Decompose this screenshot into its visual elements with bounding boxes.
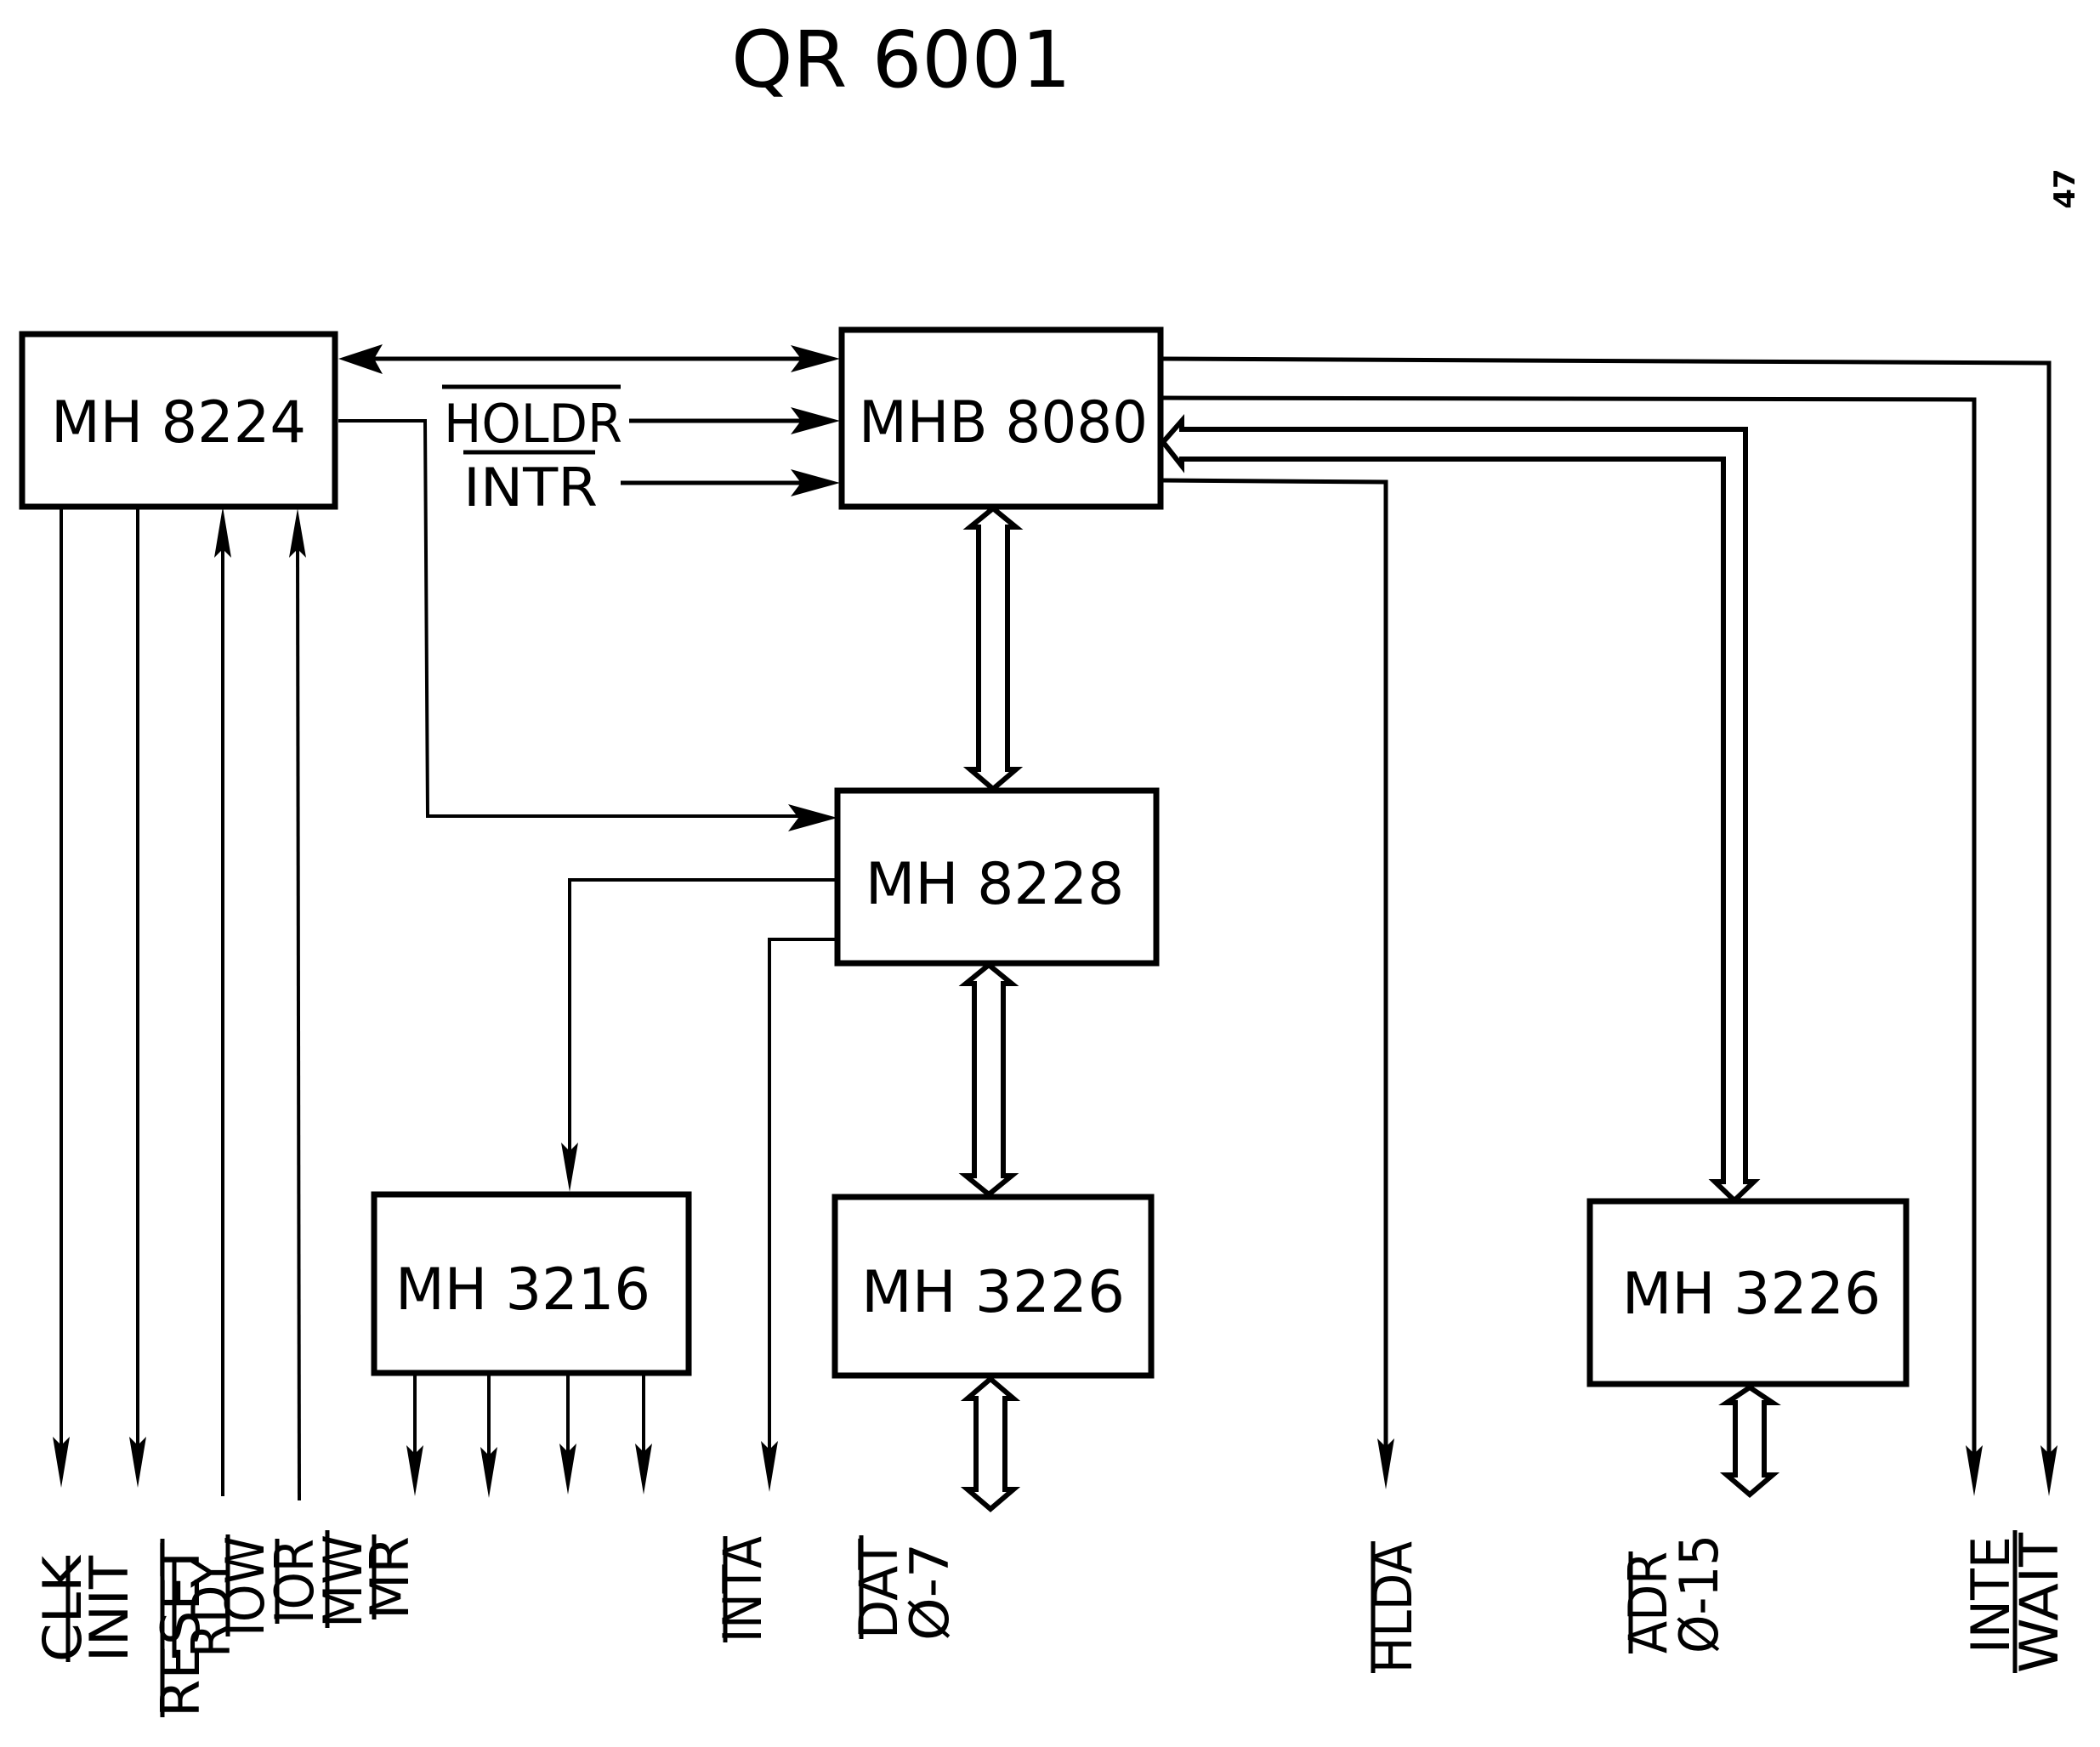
signal-iow: IOW <box>214 1534 276 1636</box>
block-mh3226-address: MH 3226 <box>1586 1198 1910 1387</box>
diagram-title: QR 6001 <box>731 14 1071 105</box>
signal-ior: IOR <box>264 1539 326 1624</box>
signal-adr-range: Ø-15 <box>1668 1534 1730 1653</box>
svg-text:HOLDR: HOLDR <box>444 393 622 455</box>
svg-text:MW: MW <box>312 1534 374 1628</box>
signal-reset: RESET <box>150 1539 212 1717</box>
bus-address-8080-3226 <box>1160 414 1761 1205</box>
signal-dat: DAT <box>848 1535 910 1639</box>
svg-text:MR: MR <box>359 1536 421 1619</box>
svg-text:IOW: IOW <box>214 1536 276 1636</box>
svg-text:INTR: INTR <box>463 457 598 519</box>
wire-iow <box>406 1375 423 1496</box>
wire-hlda <box>1160 478 1394 1489</box>
block-mh3226-data: MH 3226 <box>831 1194 1155 1379</box>
bus-8228-3226 <box>958 961 1019 1198</box>
wire-wait <box>1160 356 2057 1496</box>
svg-text:INIT: INIT <box>78 1555 140 1662</box>
wire-reset <box>289 508 306 1501</box>
block-label: MHB 8080 <box>859 389 1148 457</box>
bus-adr <box>1718 1384 1781 1498</box>
wire-8228-to-3216 <box>561 878 837 1192</box>
wire-inta <box>761 938 837 1492</box>
block-mh8228: MH 8228 <box>834 787 1160 967</box>
bus-8080-8228 <box>962 505 1024 792</box>
svg-text:INTE: INTE <box>1960 1536 2022 1653</box>
signal-dat-range: Ø-7 <box>899 1543 961 1641</box>
svg-text:WAIT: WAIT <box>2008 1532 2070 1673</box>
svg-text:Ø-7: Ø-7 <box>899 1543 961 1641</box>
block-mh3216: MH 3216 <box>371 1191 692 1376</box>
block-label: MH 3216 <box>395 1256 650 1324</box>
wire-rdy <box>214 507 231 1496</box>
block-label: MH 8224 <box>51 389 306 457</box>
signal-clk: CLK <box>31 1555 94 1662</box>
svg-text:Ø-15: Ø-15 <box>1668 1534 1730 1653</box>
wire-holdr <box>629 407 840 434</box>
signal-rdy: RDY <box>172 1557 242 1658</box>
signal-hlda: HLDA <box>1362 1541 1424 1673</box>
wire-mw <box>559 1375 576 1495</box>
wire-inte <box>1160 395 1983 1496</box>
signal-wait: WAIT <box>2008 1530 2070 1673</box>
wire-intr <box>621 469 840 496</box>
signal-mr: MR <box>359 1534 421 1619</box>
block-label: MH 8228 <box>866 851 1124 918</box>
svg-text:RDY: RDY <box>180 1557 242 1658</box>
signal-adr: ADR <box>1617 1551 1679 1653</box>
signal-inta: INTA <box>712 1536 774 1642</box>
svg-text:INTA: INTA <box>712 1536 774 1642</box>
block-mh8224: MH 8224 <box>19 331 338 510</box>
svg-text:ADR: ADR <box>1617 1551 1679 1653</box>
svg-text:IOR: IOR <box>264 1539 326 1624</box>
wire-init <box>129 507 146 1488</box>
label-intr: INTR <box>463 450 598 519</box>
block-label: MH 3226 <box>861 1259 1125 1326</box>
signal-init: INIT <box>65 1555 140 1662</box>
wire-clk <box>53 507 70 1488</box>
signal-inte: INTE <box>1960 1536 2022 1653</box>
wire-8224-8080-bidir <box>338 344 840 374</box>
block-mhb8080: MHB 8080 <box>838 326 1164 510</box>
signal-mw: MW <box>312 1530 374 1628</box>
wire-mr <box>635 1375 652 1495</box>
svg-text:CLK: CLK <box>31 1555 94 1662</box>
wire-ior <box>480 1375 497 1498</box>
svg-text:RESET: RESET <box>150 1542 212 1717</box>
svg-text:DAT: DAT <box>848 1538 910 1639</box>
block-label: MH 3226 <box>1622 1261 1881 1328</box>
label-holdr: HOLDR <box>442 384 622 455</box>
bus-dat <box>960 1375 1021 1512</box>
wire-8224-to-8228 <box>338 419 837 831</box>
svg-text:HLDA: HLDA <box>1362 1541 1424 1673</box>
page-number: 47 <box>2048 168 2082 208</box>
